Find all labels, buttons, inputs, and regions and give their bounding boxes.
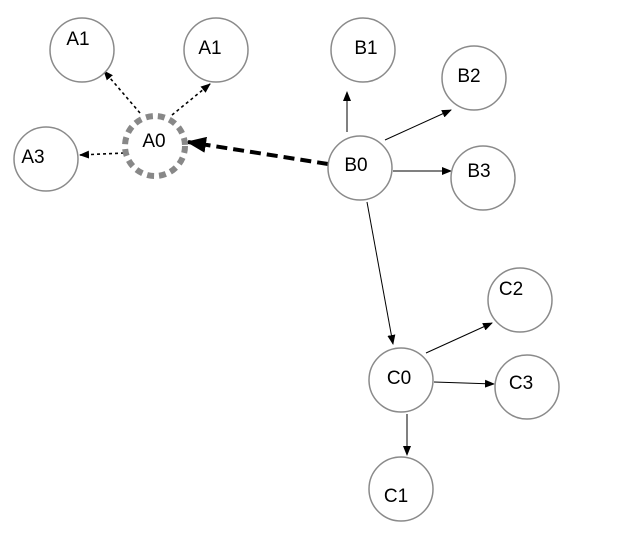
node-a0-label: A0 — [142, 131, 165, 152]
node-b3-circle — [450, 145, 516, 211]
node-a0: A0 — [122, 113, 188, 179]
node-c2-circle — [487, 267, 553, 333]
node-b2-label: B2 — [457, 66, 480, 87]
edge-a0-to-a1-right — [171, 83, 211, 116]
edge-b0-to-c0 — [366, 201, 396, 345]
nodes: A1 A1 A3 A0 B1 B2 B0 B3 — [13, 17, 560, 522]
node-c1-label: C1 — [384, 486, 408, 507]
node-b3: B3 — [450, 145, 516, 211]
node-c0-label: C0 — [387, 368, 411, 389]
node-a1-left: A1 — [49, 17, 115, 83]
node-b0-circle — [327, 135, 393, 201]
edge-b0-to-b2 — [384, 109, 452, 141]
node-a3: A3 — [13, 126, 79, 192]
edge-a0-to-a3 — [79, 150, 125, 159]
node-c0: C0 — [368, 347, 434, 413]
node-b0: B0 — [327, 135, 393, 201]
node-b3-label: B3 — [467, 161, 490, 182]
node-c1-circle — [368, 456, 434, 522]
node-b1: B1 — [330, 17, 396, 83]
node-a0-circle — [122, 113, 188, 179]
node-a1-right-label: A1 — [198, 38, 221, 59]
edge-c0-to-c3 — [433, 379, 495, 388]
edge-b0-to-a0 — [186, 136, 329, 166]
node-c3: C3 — [494, 354, 560, 420]
node-c2-label: C2 — [499, 279, 523, 300]
node-a1-left-circle — [49, 17, 115, 83]
node-a3-label: A3 — [21, 147, 44, 168]
node-b2: B2 — [441, 45, 507, 111]
node-a3-circle — [13, 126, 79, 192]
node-c2: C2 — [487, 267, 553, 333]
node-b1-label: B1 — [354, 38, 377, 59]
edges — [79, 70, 495, 456]
node-a1-right: A1 — [183, 17, 249, 83]
node-c1: C1 — [368, 456, 434, 522]
node-c3-circle — [494, 354, 560, 420]
node-c3-label: C3 — [509, 373, 533, 394]
edge-c0-to-c2 — [425, 322, 493, 354]
node-c0-circle — [368, 347, 434, 413]
node-b2-circle — [441, 45, 507, 111]
node-a1-left-label: A1 — [66, 29, 89, 50]
node-b1-circle — [330, 17, 396, 83]
edge-a0-to-a1-left — [103, 70, 141, 114]
node-a1-right-circle — [183, 17, 249, 83]
node-b0-label: B0 — [344, 155, 367, 176]
